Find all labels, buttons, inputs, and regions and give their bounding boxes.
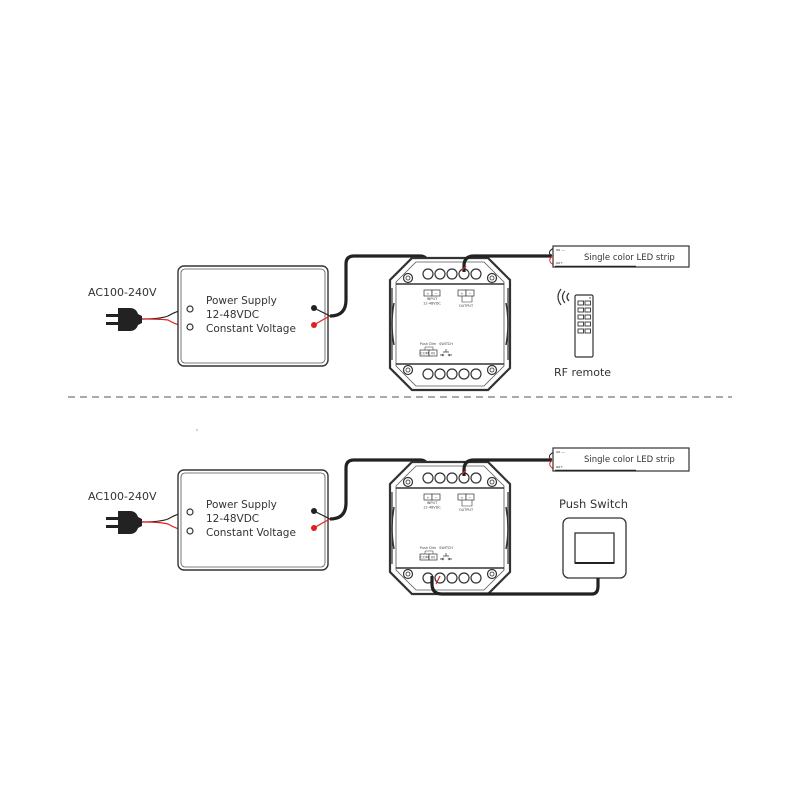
output-minus: − [469, 496, 472, 500]
push-dim-label: Push Dim [420, 546, 437, 550]
led-strip-label: Single color LED strip [584, 253, 675, 263]
power-supply-voltage: 12-48VDC [206, 513, 259, 525]
com-label: COM [420, 556, 428, 560]
ac-terminal-n [186, 527, 194, 535]
com-label: COM [420, 352, 428, 356]
ac-terminal-n [186, 323, 194, 331]
input-minus: − [435, 496, 438, 500]
wireless-signal-icon [557, 288, 570, 306]
in-label: IN [431, 352, 435, 356]
input-voltage-label: 12-48VDC [423, 302, 441, 306]
switch-label: SWITCH [439, 342, 453, 346]
led-output-cable [462, 254, 552, 272]
svg-text:oo+: oo+ [556, 261, 563, 265]
rf-remote-icon [574, 294, 594, 358]
output-plus: + [461, 292, 464, 296]
power-supply-voltage: 12-48VDC [206, 309, 259, 321]
svg-text:oo —: oo — [556, 450, 565, 454]
rf-remote-label: RF remote [554, 366, 611, 379]
in-label: IN [431, 556, 435, 560]
push-dim-label: Push Dim [420, 342, 437, 346]
ac-voltage-label: AC100-240V [88, 286, 157, 299]
led-output-cable [462, 458, 552, 476]
input-label: INPUT [427, 501, 438, 505]
power-supply-type: Constant Voltage [206, 323, 296, 335]
led-controller: + − + − INPUT 12-48VDC OUTPUT Push Dim S… [388, 256, 512, 392]
push-switch-icon [562, 517, 627, 579]
push-switch-label: Push Switch [559, 497, 628, 511]
power-supply-title: Power Supply [206, 499, 277, 511]
led-controller: + − + − INPUT 12-48VDC OUTPUT Push Dim S… [388, 460, 512, 596]
input-label: INPUT [427, 297, 438, 301]
rf-remote-wiring-diagram: AC100-240V Power Supply 12-48VDC Constan… [88, 245, 690, 392]
switch-label: SWITCH [439, 546, 453, 550]
ac-terminal-l [186, 508, 194, 516]
input-plus: + [427, 496, 430, 500]
ac-plug-icon [106, 308, 142, 331]
output-label: OUTPUT [459, 304, 474, 308]
input-voltage-label: 12-48VDC [423, 506, 441, 510]
led-strip-label: Single color LED strip [584, 455, 675, 465]
svg-text:oo+: oo+ [556, 465, 563, 469]
ac-voltage-label: AC100-240V [88, 490, 157, 503]
input-minus: − [435, 292, 438, 296]
svg-text:oo —: oo — [556, 248, 565, 252]
ac-plug-icon [106, 511, 142, 534]
power-supply-type: Constant Voltage [206, 527, 296, 539]
output-minus: − [469, 292, 472, 296]
ac-terminal-l [186, 305, 194, 313]
output-plus: + [461, 496, 464, 500]
push-switch-wiring-diagram: AC100-240V Power Supply 12-48VDC Constan… [88, 447, 690, 596]
input-plus: + [427, 292, 430, 296]
output-label: OUTPUT [459, 508, 474, 512]
power-supply-box [177, 265, 329, 367]
push-switch-cable [430, 576, 600, 596]
power-supply-title: Power Supply [206, 295, 277, 307]
